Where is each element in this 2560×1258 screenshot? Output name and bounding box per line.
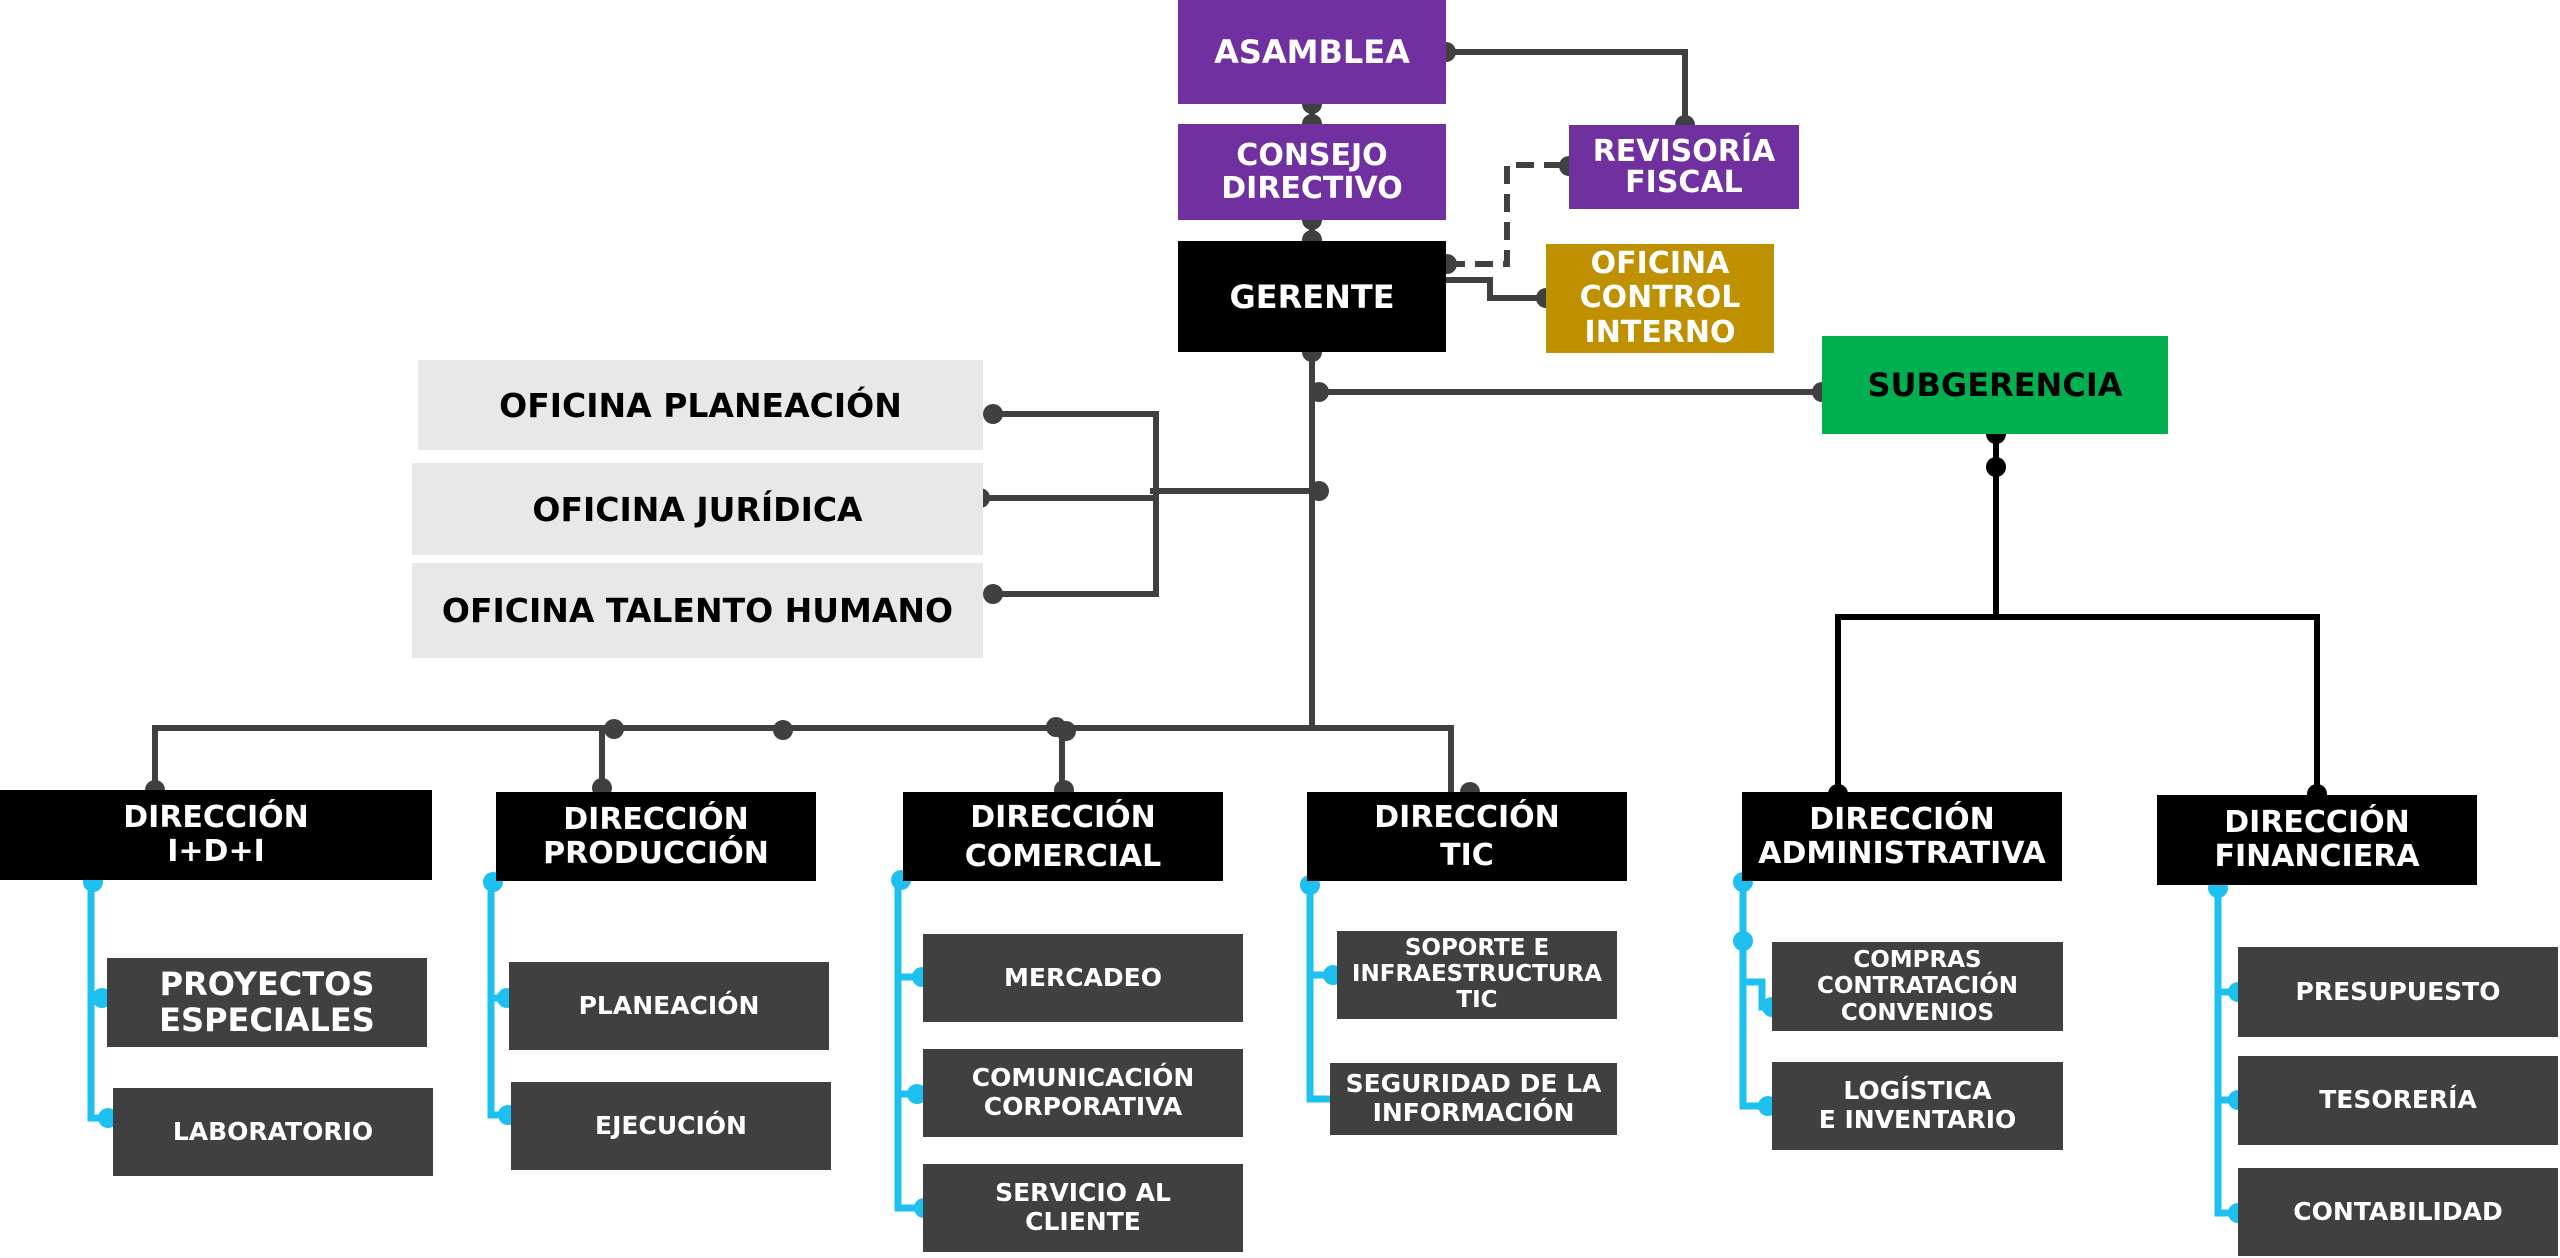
asamblea-box: ASAMBLEA [1178,0,1446,104]
oficina-control-interno-box: OFICINA CONTROL INTERNO [1546,244,1774,353]
direccion-financiera-label: DIRECCIÓN FINANCIERA [2214,805,2420,874]
node-dot [983,404,1003,424]
direccion-idi-box: DIRECCIÓN I+D+I [0,790,432,880]
oficina-planeacion-box: OFICINA PLANEACIÓN [418,360,983,450]
ejecucion-box: EJECUCIÓN [511,1082,831,1170]
direccion-financiera-box: DIRECCIÓN FINANCIERA [2157,795,2477,885]
gerente-box: GERENTE [1178,241,1446,352]
direccion-tic-label: DIRECCIÓN TIC [1374,800,1560,873]
node-dot [604,719,624,739]
contabilidad-box: CONTABILIDAD [2238,1168,2558,1256]
branch-dot [1733,931,1753,951]
ejecucion-label: EJECUCIÓN [595,1110,747,1140]
subgerencia-split [1835,614,2320,794]
compras-contratacion-convenios-box: COMPRAS CONTRATACIÓN CONVENIOS [1772,942,2063,1031]
financiera-branch [2214,888,2238,1217]
logistica-inventario-label: LOGÍSTICA E INVENTARIO [1818,1076,2017,1134]
subgerencia-label: SUBGERENCIA [1867,366,2123,404]
revisoria-dashed-line [1447,162,1567,267]
asamblea-label: ASAMBLEA [1214,33,1410,71]
laboratorio-label: LABORATORIO [172,1116,374,1146]
asamblea-revisoria-line [1446,49,1688,125]
oficina-talento-humano-label: OFICINA TALENTO HUMANO [441,591,954,630]
comercial-branch [894,880,922,1212]
branch-dot [907,1084,927,1104]
comunicacion-corporativa-box: COMUNICACIÓN CORPORATIVA [923,1049,1243,1137]
mercadeo-label: MERCADEO [1004,962,1162,992]
oficina-control-interno-label: OFICINA CONTROL INTERNO [1579,245,1741,350]
direccion-produccion-label: DIRECCIÓN PRODUCCIÓN [543,801,769,871]
comunicacion-corporativa-label: COMUNICACIÓN CORPORATIVA [971,1063,1195,1121]
offices-bracket [980,411,1159,597]
node-dot [1309,481,1329,501]
consejo-directivo-label: CONSEJO DIRECTIVO [1221,138,1403,206]
servicio-al-cliente-label: SERVICIO AL CLIENTE [995,1178,1171,1236]
oficina-juridica-box: OFICINA JURÍDICA [412,463,983,555]
gerente-control-line [1433,277,1546,301]
tesoreria-box: TESORERÍA [2238,1056,2558,1145]
oficina-juridica-label: OFICINA JURÍDICA [532,489,863,529]
laboratorio-box: LABORATORIO [113,1088,433,1176]
direccion-administrativa-box: DIRECCIÓN ADMINISTRATIVA [1742,792,2062,881]
tesoreria-label: TESORERÍA [2319,1085,2477,1115]
soporte-infraestructura-tic-label: SOPORTE E INFRAESTRUCTURA TIC [1351,935,1603,1013]
seguridad-informacion-box: SEGURIDAD DE LA INFORMACIÓN [1330,1063,1617,1135]
mercadeo-box: MERCADEO [923,934,1243,1022]
bus-tic-drop [1312,725,1454,792]
planeacion-label: PLANEACIÓN [578,990,760,1020]
servicio-al-cliente-box: SERVICIO AL CLIENTE [923,1164,1243,1252]
node-dot [1309,382,1329,402]
compras-contratacion-convenios-label: COMPRAS CONTRATACIÓN CONVENIOS [1816,946,2019,1026]
direccion-administrativa-label: DIRECCIÓN ADMINISTRATIVA [1758,801,2046,871]
administrativa-branch [1739,882,1772,1110]
revisoria-fiscal-label: REVISORÍA FISCAL [1592,133,1776,200]
proyectos-especiales-label: PROYECTOS ESPECIALES [159,965,375,1039]
node-dot [773,720,793,740]
contabilidad-label: CONTABILIDAD [2293,1196,2503,1226]
gerente-main-trunk [152,352,1315,790]
direccion-tic-box: DIRECCIÓN TIC [1307,792,1627,881]
consejo-directivo-box: CONSEJO DIRECTIVO [1178,124,1446,220]
subgerencia-box: SUBGERENCIA [1822,336,2168,434]
presupuesto-label: PRESUPUESTO [2295,976,2501,1006]
direccion-idi-label: DIRECCIÓN I+D+I [123,800,309,869]
seguridad-informacion-label: SEGURIDAD DE LA INFORMACIÓN [1345,1069,1602,1127]
node-dot [983,584,1003,604]
direccion-produccion-box: DIRECCIÓN PRODUCCIÓN [496,792,816,881]
node-dot [1056,721,1076,741]
direccion-comercial-label: DIRECCIÓN COMERCIAL [964,799,1162,874]
revisoria-fiscal-box: REVISORÍA FISCAL [1569,125,1799,209]
node-dot [1986,457,2006,477]
proyectos-especiales-box: PROYECTOS ESPECIALES [107,958,427,1047]
oficina-talento-humano-box: OFICINA TALENTO HUMANO [412,563,983,658]
logistica-inventario-box: LOGÍSTICA E INVENTARIO [1772,1062,2063,1150]
soporte-infraestructura-tic-box: SOPORTE E INFRAESTRUCTURA TIC [1337,931,1617,1019]
direccion-comercial-box: DIRECCIÓN COMERCIAL [903,792,1223,881]
oficina-planeacion-label: OFICINA PLANEACIÓN [499,385,902,425]
gerente-label: GERENTE [1229,277,1395,316]
planeacion-box: PLANEACIÓN [509,962,829,1050]
presupuesto-box: PRESUPUESTO [2238,947,2558,1037]
